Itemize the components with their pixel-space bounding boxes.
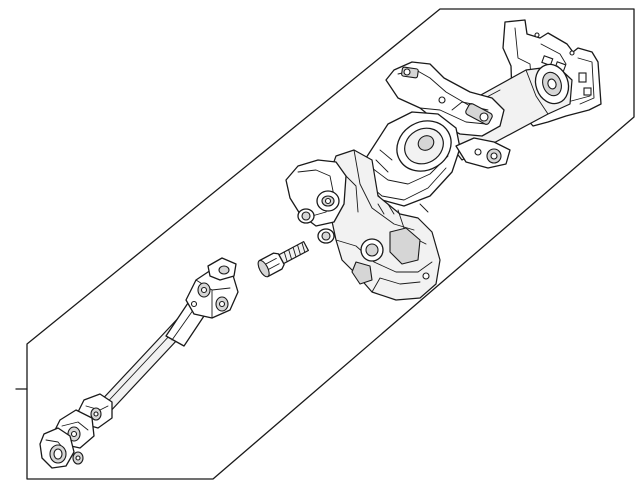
exploded-view-frame [15,8,635,480]
intermediate-shaft[interactable] [39,257,239,469]
shaft-bar [95,299,209,417]
lower-universal-joint [39,393,113,469]
steering-column-assembly[interactable] [285,19,602,301]
eps-motor [365,111,461,207]
upper-universal-joint [185,257,239,319]
tilt-bracket [385,61,505,137]
motor-connector [455,137,511,169]
column-mounting-bolt[interactable] [256,238,310,278]
gear-housing [323,149,441,301]
lower-mount-yoke [285,159,359,244]
